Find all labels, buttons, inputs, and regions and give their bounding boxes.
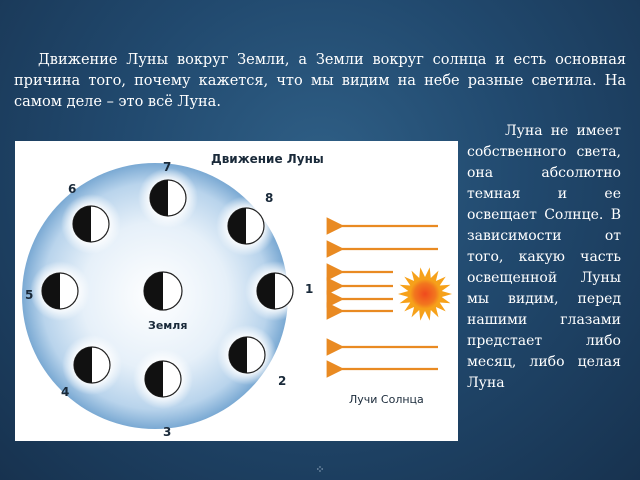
moon-8 xyxy=(227,207,265,245)
diagram-title: Движение Луны xyxy=(211,152,324,166)
moon-2 xyxy=(228,336,266,374)
moon-phases-svg: Земля Движение Луны 1 2 3 4 5 6 7 8 Лучи… xyxy=(22,152,452,439)
moon-5 xyxy=(41,272,79,310)
side-paragraph: Луна не имеет собственного света, она аб… xyxy=(467,123,621,391)
sun-icon xyxy=(398,267,452,321)
sun-rays xyxy=(326,217,438,378)
position-number-2: 2 xyxy=(278,374,286,388)
position-number-8: 8 xyxy=(265,191,273,205)
position-number-4: 4 xyxy=(61,385,69,399)
slide-nav-icon[interactable]: ⁘ xyxy=(315,463,325,476)
position-number-3: 3 xyxy=(163,425,171,439)
position-number-5: 5 xyxy=(25,288,33,302)
moon-1 xyxy=(256,272,294,310)
position-number-6: 6 xyxy=(68,182,76,196)
moon-6 xyxy=(72,205,110,243)
moon-positions xyxy=(41,179,294,398)
moon-4 xyxy=(73,346,111,384)
earth xyxy=(143,271,183,311)
position-number-1: 1 xyxy=(305,282,313,296)
rays-label: Лучи Солнца xyxy=(349,393,424,406)
moon-phases-diagram: Земля Движение Луны 1 2 3 4 5 6 7 8 Лучи… xyxy=(15,141,458,441)
moon-7 xyxy=(149,179,187,217)
moon-3 xyxy=(144,360,182,398)
intro-paragraph: Движение Луны вокруг Земли, а Земли вокр… xyxy=(14,52,626,110)
earth-label: Земля xyxy=(148,319,187,332)
position-number-7: 7 xyxy=(163,160,171,174)
